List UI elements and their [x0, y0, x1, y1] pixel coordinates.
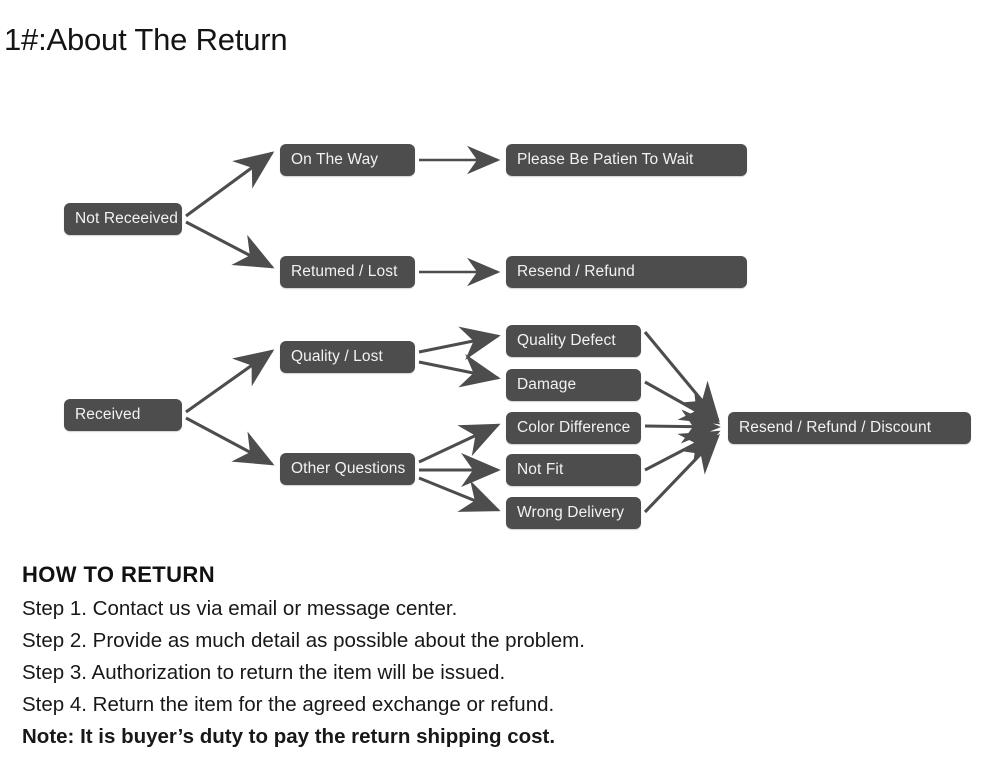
edge-received-otherquestions [185, 416, 275, 466]
node-on-the-way[interactable]: On The Way [280, 144, 415, 176]
page-title: 1#:About The Return [4, 22, 288, 57]
edge-damage-resendrefunddiscount [644, 380, 721, 425]
node-wrong-delivery[interactable]: Wrong Delivery [506, 497, 641, 529]
node-label: On The Way [291, 151, 379, 169]
node-resend-refund[interactable]: Resend / Refund [506, 256, 747, 288]
node-resend-refund-discount[interactable]: Resend / Refund / Discount [728, 412, 971, 444]
node-quality-lost[interactable]: Quality / Lost [280, 341, 415, 373]
node-please-be-patien-to-wait[interactable]: Please Be Patien To Wait [506, 144, 747, 176]
how-to-return-step-1: Step 1. Contact us via email or message … [22, 597, 458, 620]
how-to-return-step-4: Step 4. Return the item for the agreed e… [22, 693, 555, 716]
node-label: Not Receeived [75, 210, 178, 228]
how-to-return-note: Note: It is buyer’s duty to pay the retu… [22, 725, 556, 748]
return-flowchart: Not Receeived On The Way Please Be Patie… [0, 120, 1000, 540]
edge-qualitylost-damage [418, 353, 501, 388]
edge-otherquestions-colordifference [418, 423, 501, 464]
how-to-return-step-3: Step 3. Authorization to return the item… [22, 661, 506, 684]
how-to-return-section: HOW TO RETURN Step 1. Contact us via ema… [22, 561, 972, 753]
node-label: Retumed / Lost [291, 263, 398, 281]
node-other-questions[interactable]: Other Questions [280, 453, 415, 485]
node-label: Damage [517, 376, 577, 394]
node-retumed-lost[interactable]: Retumed / Lost [280, 256, 415, 288]
node-label: Other Questions [291, 460, 406, 478]
edge-wrongdelivery-resendrefunddiscount [643, 433, 720, 514]
node-quality-defect[interactable]: Quality Defect [506, 325, 641, 357]
edge-notfit-resendrefunddiscount [644, 430, 721, 472]
node-label: Not Fit [517, 461, 564, 479]
edge-otherquestions-wrongdelivery [418, 476, 501, 512]
node-not-fit[interactable]: Not Fit [506, 454, 641, 486]
node-received[interactable]: Received [64, 399, 182, 431]
edge-qualitydefect-resendrefunddiscount [643, 331, 720, 423]
node-label: Color Difference [517, 419, 631, 437]
node-label: Quality / Lost [291, 348, 383, 366]
edge-notreceeived-retumedlost [185, 220, 275, 269]
node-damage[interactable]: Damage [506, 369, 641, 401]
node-label: Quality Defect [517, 332, 616, 350]
node-not-receeived[interactable]: Not Receeived [64, 203, 182, 235]
how-to-return-step-2: Step 2. Provide as much detail as possib… [22, 629, 585, 652]
flowchart-edges [185, 145, 721, 514]
node-label: Resend / Refund / Discount [739, 419, 932, 437]
how-to-return-heading: HOW TO RETURN [22, 562, 216, 587]
node-color-difference[interactable]: Color Difference [506, 412, 641, 444]
node-label: Please Be Patien To Wait [517, 151, 694, 169]
node-label: Resend / Refund [517, 263, 635, 281]
node-label: Wrong Delivery [517, 504, 625, 522]
edge-qualitylost-qualitydefect [418, 326, 501, 361]
edge-notreceeived-ontheway [185, 151, 275, 218]
node-label: Received [75, 406, 141, 424]
edge-colordifference-resendrefunddiscount [644, 409, 721, 444]
edge-received-qualitylost [185, 349, 275, 414]
